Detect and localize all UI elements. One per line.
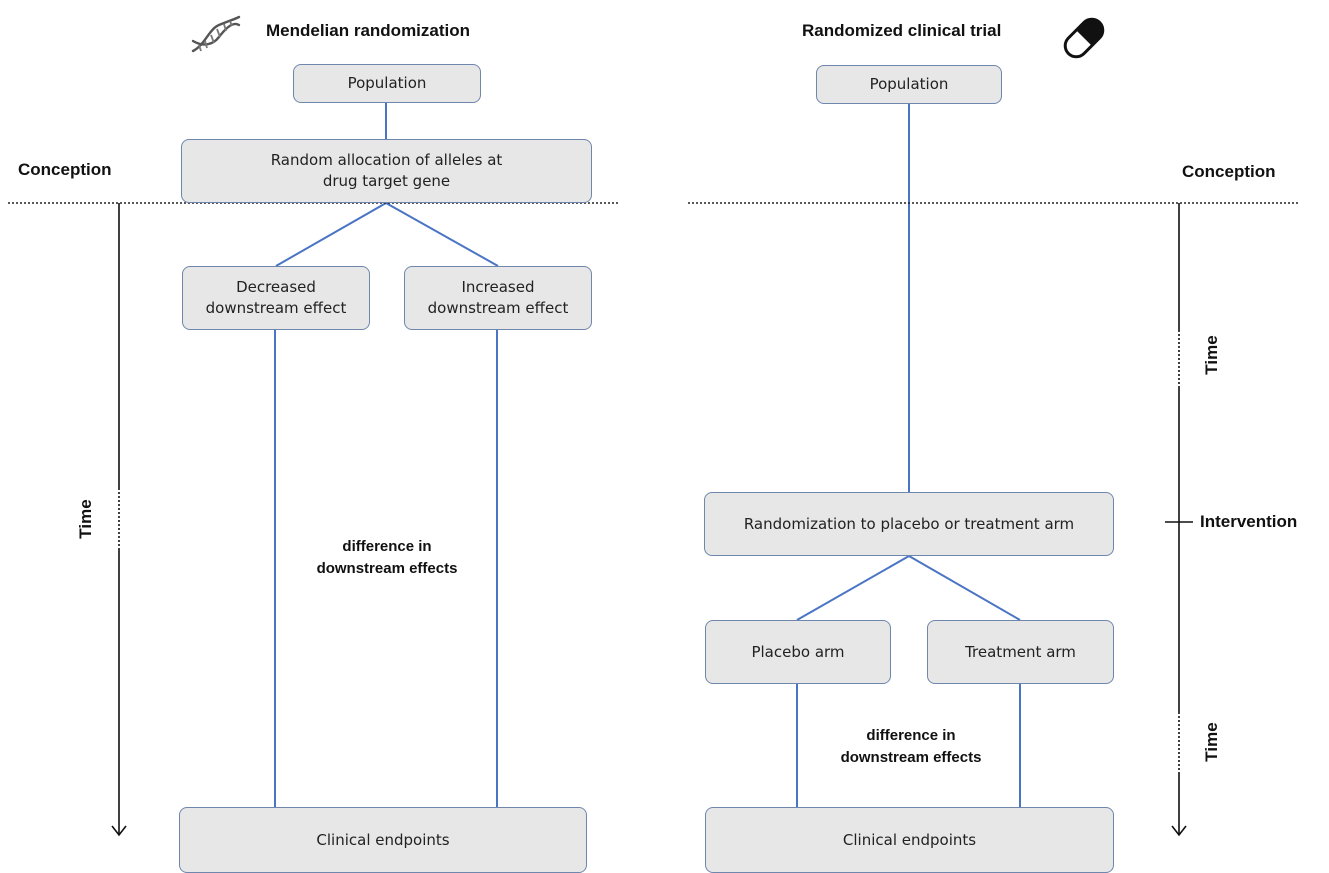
allele-allocation-box: Random allocation of alleles at drug tar… — [181, 139, 592, 203]
pill-capsule-icon — [1063, 17, 1105, 59]
population-label-right: Population — [869, 75, 949, 93]
conception-label-left: Conception — [18, 160, 112, 179]
decreased-effect-label: Decreased downstream effect — [205, 278, 347, 317]
rct-title: Randomized clinical trial — [802, 21, 1002, 40]
time-axis-left-arrowhead — [111, 825, 127, 837]
mendelian-title: Mendelian randomization — [266, 21, 471, 40]
clinical-endpoints-label-left: Clinical endpoints — [316, 830, 450, 849]
connector-randomization-treatment — [908, 555, 1021, 621]
increased-effect-box: Increased downstream effect — [404, 266, 592, 330]
connector-randomization-placebo — [796, 555, 910, 621]
population-box-right: Population — [816, 65, 1002, 104]
conception-label-right: Conception — [1182, 162, 1276, 181]
allele-allocation-label: Random allocation of alleles at drug tar… — [270, 151, 503, 190]
dna-icon — [191, 15, 241, 53]
difference-label-right: difference in downstream effects — [840, 727, 982, 766]
placebo-arm-box: Placebo arm — [705, 620, 891, 684]
time-label-left: Time — [76, 499, 95, 539]
randomization-box: Randomization to placebo or treatment ar… — [704, 492, 1114, 556]
treatment-arm-box: Treatment arm — [927, 620, 1114, 684]
randomization-label: Randomization to placebo or treatment ar… — [743, 514, 1075, 533]
time-label-right-upper: Time — [1202, 335, 1221, 375]
connector-allocation-increased — [385, 202, 499, 267]
connector-allocation-decreased — [275, 202, 387, 267]
decreased-effect-box: Decreased downstream effect — [182, 266, 370, 330]
increased-effect-label: Increased downstream effect — [427, 278, 569, 317]
time-label-right-lower: Time — [1202, 722, 1221, 762]
intervention-label: Intervention — [1200, 512, 1298, 531]
population-label-left: Population — [347, 74, 427, 92]
clinical-endpoints-box-right: Clinical endpoints — [705, 807, 1114, 873]
clinical-endpoints-label-right: Clinical endpoints — [842, 830, 977, 849]
time-axis-right-arrowhead — [1171, 825, 1187, 837]
treatment-arm-label: Treatment arm — [965, 642, 1076, 661]
placebo-arm-label: Placebo arm — [751, 642, 845, 661]
clinical-endpoints-box-left: Clinical endpoints — [179, 807, 587, 873]
difference-label-left: difference in downstream effects — [316, 538, 458, 577]
population-box-left: Population — [293, 64, 481, 103]
